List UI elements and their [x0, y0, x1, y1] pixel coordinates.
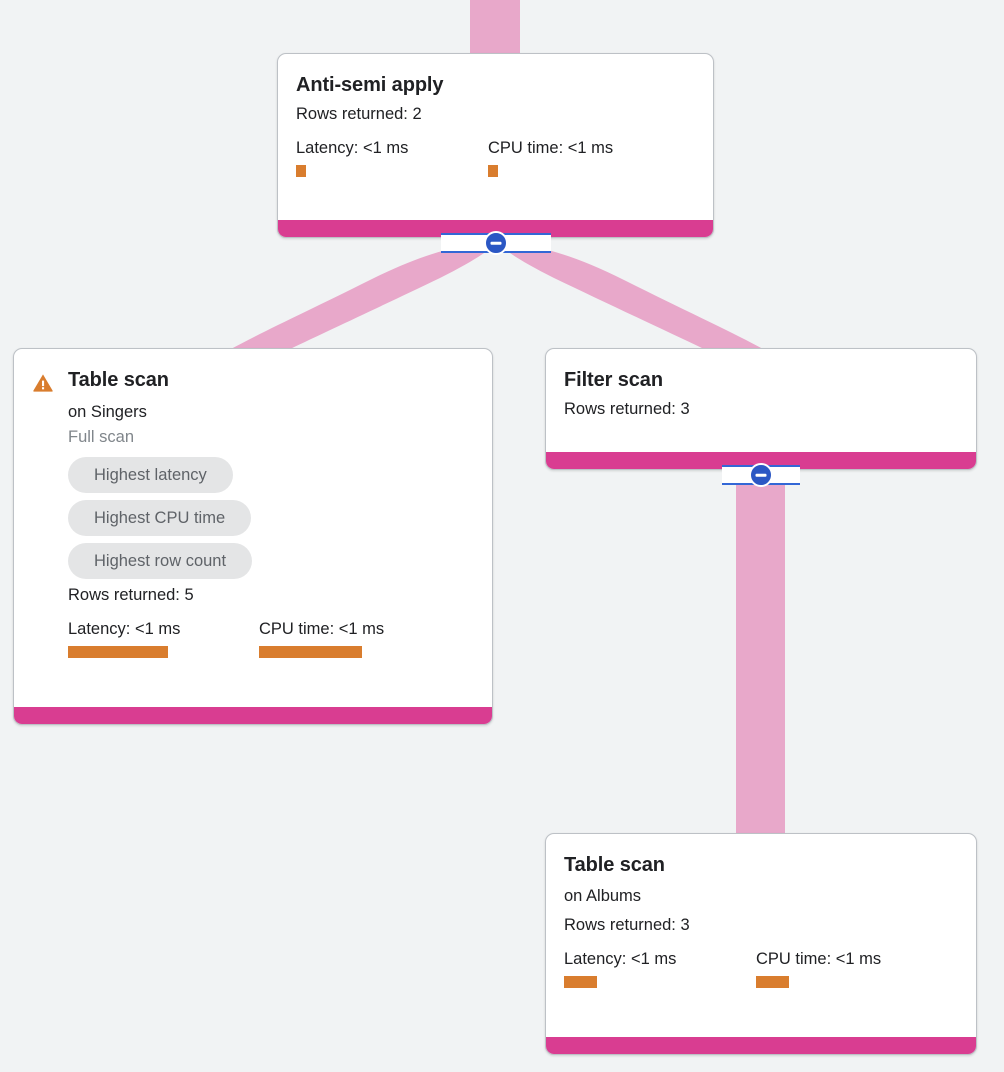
node-title-row: Filter scan — [564, 367, 958, 393]
node-title: Filter scan — [564, 369, 663, 391]
node-metrics: Latency: <1 ms CPU time: <1 ms — [296, 137, 695, 177]
edge-into-root — [470, 0, 520, 57]
rows-returned: Rows returned: 5 — [68, 586, 194, 604]
cpu-metric: CPU time: <1 ms — [259, 618, 384, 658]
scan-target: on Singers — [68, 403, 147, 421]
node-footer-bar — [546, 452, 976, 469]
node-footer-bar — [14, 707, 492, 724]
node-anti-semi-apply[interactable]: Anti-semi apply Rows returned: 2 Latency… — [277, 53, 714, 238]
badge-highest-latency: Highest latency — [68, 457, 233, 493]
node-badges: Highest latency Highest CPU time Highest… — [68, 457, 474, 579]
node-footer-bar — [546, 1037, 976, 1054]
badge-highest-cpu-time: Highest CPU time — [68, 500, 252, 536]
node-details: on Singers Full scan Highest latency Hig… — [32, 400, 474, 658]
badge-highest-row-count: Highest row count — [68, 543, 253, 579]
warning-triangle-icon — [33, 374, 53, 392]
cpu-metric: CPU time: <1 ms — [756, 948, 881, 988]
node-footer-bar — [278, 220, 713, 237]
cpu-time-label: CPU time: <1 ms — [756, 950, 882, 968]
latency-metric: Latency: <1 ms — [68, 618, 259, 658]
scan-target: on Albums — [564, 887, 642, 905]
latency-bar — [296, 165, 306, 177]
edge-filter-scan-to-table-scan-albums — [736, 470, 785, 838]
node-table-scan-singers[interactable]: Table scan on Singers Full scan Highest … — [13, 348, 493, 725]
scan-type: Full scan — [68, 428, 135, 446]
cpu-time-label: CPU time: <1 ms — [259, 620, 385, 638]
minus-circle-icon[interactable] — [484, 231, 508, 255]
rows-returned: Rows returned: 3 — [564, 916, 690, 934]
collapse-toggle-anti-semi-apply[interactable] — [441, 230, 551, 256]
node-body: Filter scan Rows returned: 3 — [546, 349, 976, 469]
node-metrics: Latency: <1 ms CPU time: <1 ms — [68, 618, 474, 658]
node-table-scan-albums[interactable]: Table scan on Albums Rows returned: 3 La… — [545, 833, 977, 1055]
latency-metric: Latency: <1 ms — [296, 137, 488, 177]
latency-bar — [564, 976, 597, 988]
latency-label: Latency: <1 ms — [564, 950, 677, 968]
edge-root-to-filter-scan — [497, 243, 763, 349]
node-title: Table scan — [68, 369, 169, 391]
node-title-row: Anti-semi apply — [296, 72, 695, 98]
cpu-time-bar — [756, 976, 789, 988]
node-filter-scan[interactable]: Filter scan Rows returned: 3 — [545, 348, 977, 470]
edge-root-to-table-scan-singers — [231, 243, 497, 349]
rows-returned: Rows returned: 3 — [564, 400, 690, 418]
node-title: Anti-semi apply — [296, 74, 444, 96]
cpu-time-bar — [488, 165, 498, 177]
cpu-time-bar — [259, 646, 362, 658]
latency-metric: Latency: <1 ms — [564, 948, 756, 988]
rows-returned: Rows returned: 2 — [296, 105, 422, 123]
minus-circle-icon[interactable] — [749, 463, 773, 487]
node-metrics: Latency: <1 ms CPU time: <1 ms — [564, 948, 958, 988]
cpu-time-label: CPU time: <1 ms — [488, 139, 614, 157]
collapse-toggle-filter-scan[interactable] — [722, 462, 800, 488]
latency-label: Latency: <1 ms — [68, 620, 181, 638]
latency-bar — [68, 646, 168, 658]
cpu-metric: CPU time: <1 ms — [488, 137, 613, 177]
node-body: Table scan on Albums Rows returned: 3 La… — [546, 834, 976, 1054]
node-body: Table scan on Singers Full scan Highest … — [14, 349, 492, 724]
node-title: Table scan — [564, 854, 665, 876]
node-body: Anti-semi apply Rows returned: 2 Latency… — [278, 54, 713, 237]
latency-label: Latency: <1 ms — [296, 139, 409, 157]
node-title-row: Table scan — [32, 367, 474, 394]
node-title-row: Table scan — [564, 852, 958, 878]
